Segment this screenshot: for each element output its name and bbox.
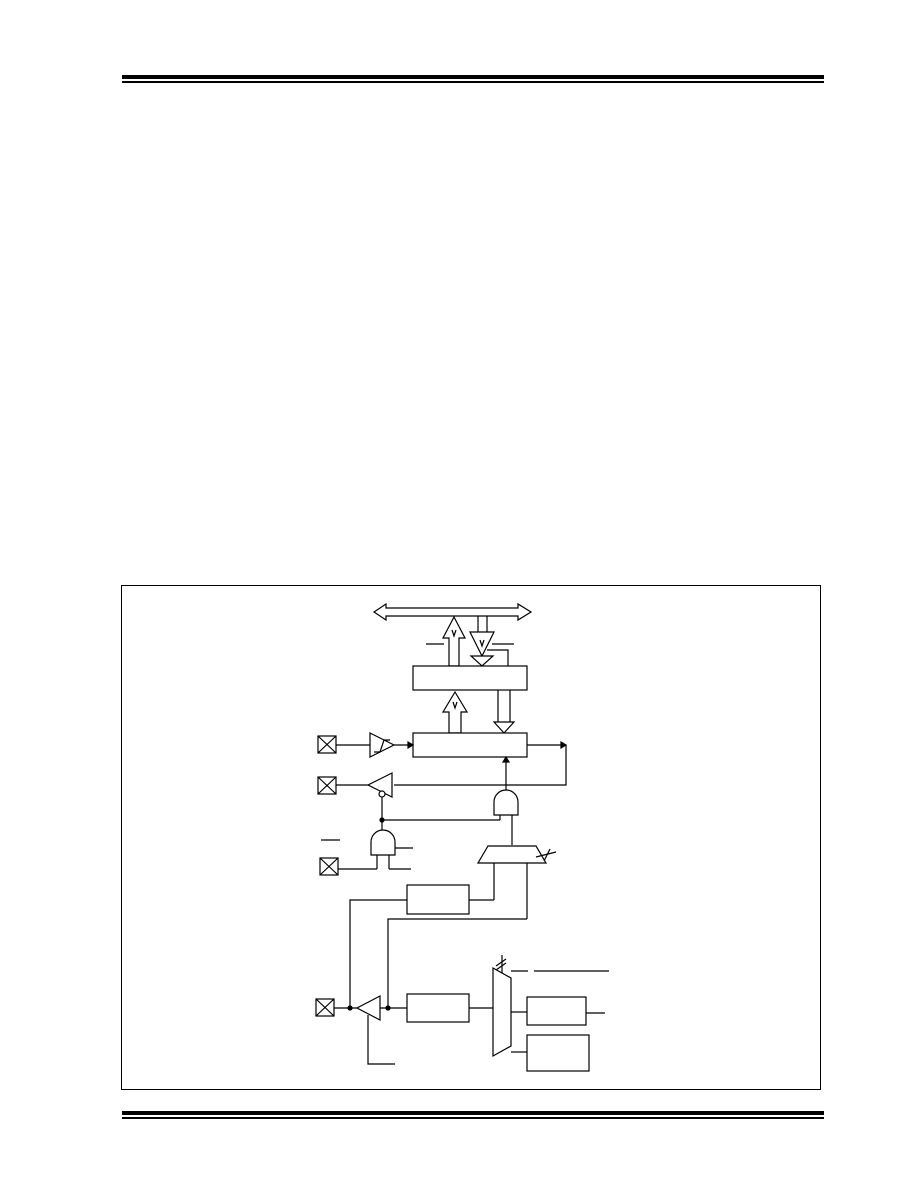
schmitt-symbol — [374, 739, 390, 753]
mux-trapezoid — [476, 845, 548, 864]
arrowhead-register-in — [407, 740, 415, 750]
arrowhead-register-out — [560, 740, 568, 750]
block-bottom-left — [406, 993, 470, 1023]
write-bus-arrowhead — [492, 721, 516, 734]
and-gate-2 — [493, 789, 519, 816]
write-arrow — [469, 631, 495, 658]
buffer-triangle-1 — [366, 772, 393, 798]
and-gate-1 — [370, 829, 396, 856]
header-rule-thin — [122, 81, 824, 83]
wire-bus-to-register — [487, 649, 509, 666]
mux-vertical — [492, 966, 512, 1058]
write-arrow-lower — [469, 655, 495, 667]
signal-bend-2 — [479, 639, 485, 648]
data-bus-arrow — [372, 602, 533, 622]
register-upper — [412, 665, 528, 691]
junction-pin4 — [347, 1005, 353, 1011]
junction-buffer2 — [385, 1005, 391, 1011]
footer-rule-thin — [122, 1117, 824, 1119]
block-bottom-right-1 — [526, 996, 587, 1026]
signal-bend-3 — [452, 701, 458, 710]
footer-rule-thick — [122, 1111, 824, 1115]
mux-v-select-slash-2 — [495, 962, 507, 971]
read-arrow-lower — [441, 690, 469, 734]
signal-bend-1 — [451, 629, 457, 638]
wire-mux-feedback — [387, 918, 527, 1008]
register-lower — [412, 732, 528, 758]
wire-feedback — [394, 745, 567, 786]
wire-buffer2-enable — [367, 1015, 395, 1065]
mux-v-select-slash-1 — [495, 958, 507, 967]
wire-block-mid-left-in — [349, 899, 407, 1008]
block-mid-left — [406, 884, 470, 915]
mux-select-slash — [543, 848, 551, 862]
header-rule-thick — [122, 75, 824, 79]
figure-frame — [121, 585, 821, 1090]
mux-select-line — [535, 851, 557, 858]
arrowhead-clock — [501, 755, 511, 763]
block-bottom-right-2 — [526, 1034, 590, 1072]
enable-bubble — [378, 790, 386, 798]
read-arrow-upper — [442, 615, 466, 667]
wire-enable — [381, 797, 500, 821]
